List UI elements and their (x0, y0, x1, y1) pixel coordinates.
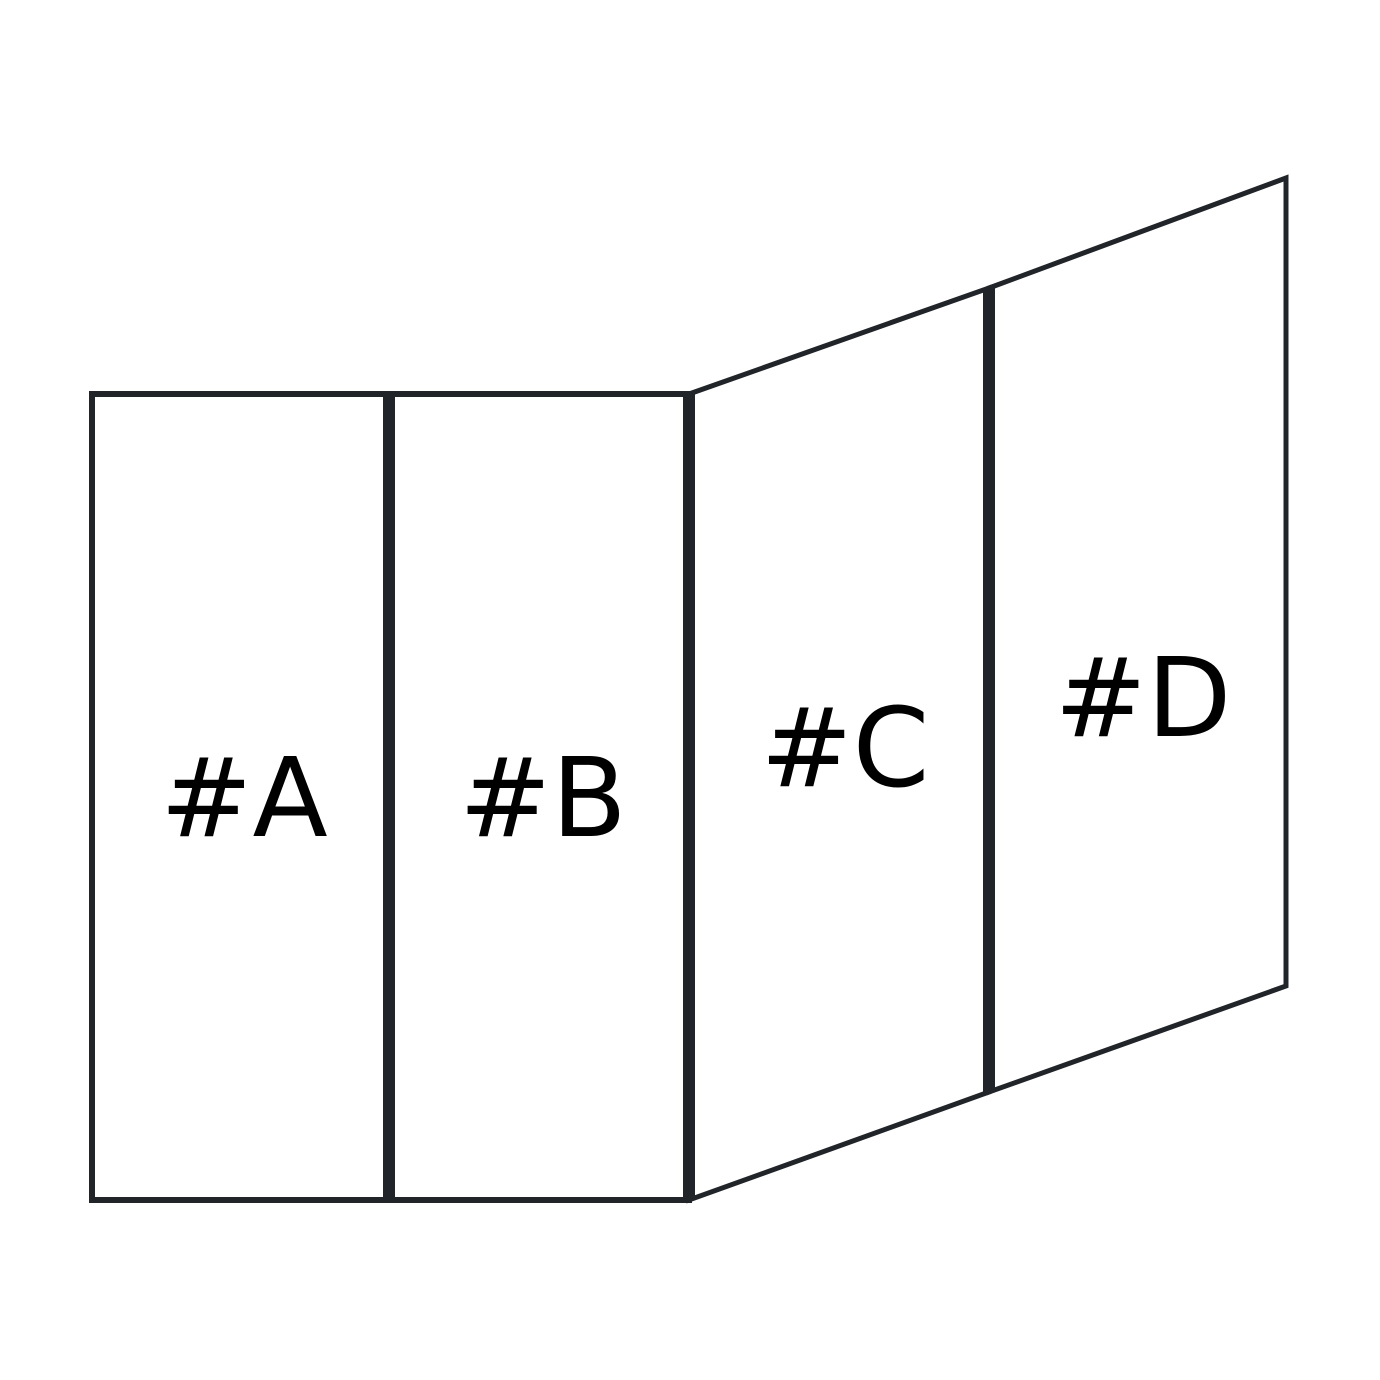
panel-a-label: #A (160, 734, 327, 862)
panel-d-label: #D (1055, 634, 1232, 762)
panel-c: #C (686, 284, 992, 1204)
panel-b-label: #B (459, 734, 627, 862)
panel-d: #D (986, 174, 1289, 1096)
panel-b: #B (386, 391, 692, 1203)
panel-a: #A (89, 391, 392, 1203)
panel-c-label: #C (761, 684, 930, 812)
